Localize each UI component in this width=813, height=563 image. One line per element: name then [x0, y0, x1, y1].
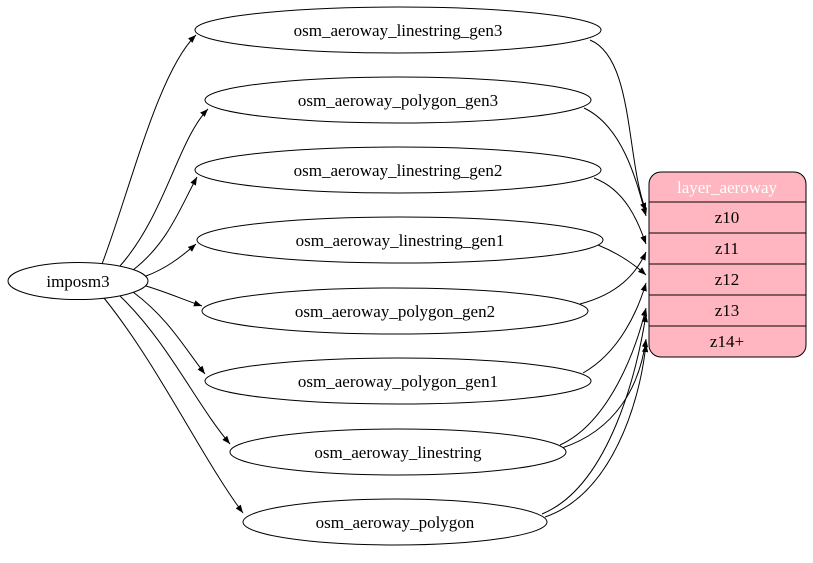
edge-polygon-gen3-to-z10 [583, 107, 647, 217]
node-osm-aeroway-linestring-gen1-label: osm_aeroway_linestring_gen1 [296, 231, 505, 250]
edge-group [101, 34, 649, 518]
node-osm-aeroway-polygon-gen2-label: osm_aeroway_polygon_gen2 [295, 302, 495, 321]
edge-imposm3-to-linestring-gen3 [101, 34, 197, 265]
edge-polygon-to-z13 [541, 313, 648, 515]
node-osm-aeroway-polygon-gen3-label: osm_aeroway_polygon_gen3 [298, 91, 498, 110]
layer-aeroway-row-z13: z13 [715, 301, 740, 320]
node-osm-aeroway-polygon-gen2: osm_aeroway_polygon_gen2 [201, 287, 589, 335]
node-osm-aeroway-linestring-label: osm_aeroway_linestring [314, 443, 482, 462]
node-layer-aeroway: layer_aeroway z10 z11 z12 z13 z14+ [648, 171, 807, 358]
node-osm-aeroway-linestring: osm_aeroway_linestring [229, 428, 567, 476]
node-osm-aeroway-polygon-gen1-label: osm_aeroway_polygon_gen1 [298, 372, 498, 391]
layer-aeroway-row-z14: z14+ [710, 332, 744, 351]
node-osm-aeroway-polygon-gen1: osm_aeroway_polygon_gen1 [204, 357, 592, 405]
layer-aeroway-row-z11: z11 [715, 239, 739, 258]
node-osm-aeroway-linestring-gen2-label: osm_aeroway_linestring_gen2 [294, 161, 503, 180]
layer-aeroway-title: layer_aeroway [677, 178, 778, 197]
edge-imposm3-to-polygon-gen3 [119, 108, 209, 267]
node-osm-aeroway-linestring-gen2: osm_aeroway_linestring_gen2 [194, 146, 602, 194]
node-osm-aeroway-polygon-gen3: osm_aeroway_polygon_gen3 [204, 76, 592, 124]
edge-imposm3-to-polygon-gen1 [132, 291, 206, 375]
layer-aeroway-row-z12: z12 [715, 270, 740, 289]
node-osm-aeroway-polygon: osm_aeroway_polygon [242, 498, 548, 546]
node-osm-aeroway-linestring-gen3: osm_aeroway_linestring_gen3 [194, 6, 602, 54]
edge-imposm3-to-linestring-gen2 [132, 176, 198, 271]
node-osm-aeroway-linestring-gen3-label: osm_aeroway_linestring_gen3 [294, 21, 503, 40]
edge-linestring-gen2-to-z11 [593, 177, 647, 245]
edge-imposm3-to-linestring-gen1 [145, 243, 197, 277]
node-imposm3-label: imposm3 [46, 272, 109, 291]
edge-linestring-gen1-to-z12 [597, 244, 647, 276]
node-osm-aeroway-linestring-gen1: osm_aeroway_linestring_gen1 [196, 216, 604, 264]
layer-aeroway-row-z10: z10 [715, 208, 740, 227]
edge-imposm3-to-linestring [119, 295, 231, 445]
edge-imposm3-to-polygon-gen2 [145, 285, 203, 307]
edge-polygon-to-z14 [544, 343, 649, 518]
edge-linestring-to-z13 [559, 307, 648, 446]
edge-imposm3-to-polygon [103, 297, 244, 514]
edge-polygon-gen1-to-z12 [582, 282, 647, 374]
edge-linestring-to-z14 [561, 338, 649, 449]
edge-polygon-gen2-to-z11 [579, 251, 647, 305]
node-imposm3: imposm3 [7, 262, 149, 300]
node-osm-aeroway-polygon-label: osm_aeroway_polygon [316, 513, 475, 532]
edge-linestring-gen3-to-z10 [589, 39, 647, 212]
